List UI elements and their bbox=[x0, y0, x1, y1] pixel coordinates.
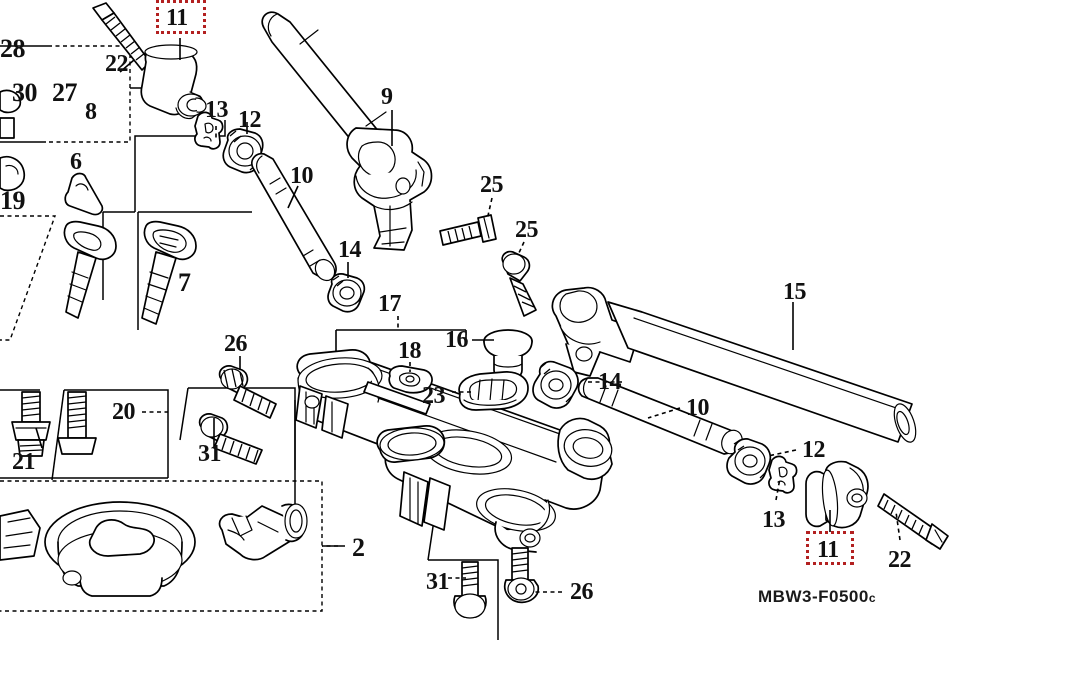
leader-lines bbox=[35, 38, 901, 593]
highlight-box-11-left bbox=[156, 0, 206, 34]
group-box-19 bbox=[0, 215, 56, 341]
part-31-bolt-bottom bbox=[453, 561, 487, 619]
callout-10-right: 10 bbox=[686, 395, 710, 421]
callout-18: 18 bbox=[398, 338, 422, 364]
group-box-2 bbox=[0, 480, 345, 612]
part-9-handlebar-holder bbox=[261, 11, 433, 251]
callout-2: 2 bbox=[352, 533, 365, 562]
part-20-screw bbox=[57, 391, 97, 455]
part-31-bolt-lower-left bbox=[198, 413, 263, 465]
callout-30: 30 bbox=[12, 78, 38, 107]
part-17-top-bridge bbox=[295, 349, 613, 553]
callout-13-left: 13 bbox=[205, 97, 229, 123]
part-25-bolt-upper bbox=[439, 214, 497, 246]
part-23-lock-washer bbox=[458, 371, 529, 411]
part-7-key-right bbox=[141, 220, 197, 325]
part-14-left-grip-end bbox=[327, 273, 366, 313]
highlight-box-11-right bbox=[806, 531, 854, 565]
part-21-screw-with-washer bbox=[11, 391, 51, 457]
callout-14-left: 14 bbox=[338, 237, 362, 263]
part-number-text: MBW3-F0500 bbox=[758, 587, 869, 606]
part-13-left-clip bbox=[194, 111, 224, 150]
callout-11-right: 11 bbox=[817, 537, 839, 563]
callout-13-right: 13 bbox=[762, 507, 786, 533]
callout-25-lower: 25 bbox=[515, 217, 539, 243]
part-8-key-left bbox=[63, 220, 117, 319]
callout-15: 15 bbox=[783, 279, 807, 305]
callout-31-lower-left: 31 bbox=[198, 441, 222, 467]
callout-26-upper-left: 26 bbox=[224, 331, 248, 357]
callout-10-left: 10 bbox=[290, 163, 314, 189]
callout-9: 9 bbox=[381, 84, 393, 110]
callout-8: 8 bbox=[85, 99, 97, 125]
part-22-right-barend-screw bbox=[877, 493, 949, 550]
callout-22-right: 22 bbox=[888, 547, 912, 573]
callout-16: 16 bbox=[445, 327, 469, 353]
part-15-right-handlebar bbox=[551, 286, 917, 443]
callout-11-left: 11 bbox=[166, 5, 188, 31]
callout-31-bottom: 31 bbox=[426, 569, 450, 595]
part-left-edge-clipped bbox=[0, 89, 41, 561]
callout-26-bottom: 26 bbox=[570, 579, 594, 605]
callout-21: 21 bbox=[12, 449, 36, 475]
callout-14-right: 14 bbox=[598, 369, 622, 395]
part-25-bolt-lower bbox=[501, 250, 537, 317]
group-box-20 bbox=[51, 389, 169, 481]
callout-23: 23 bbox=[422, 383, 446, 409]
part-26-bolt-upper-left bbox=[218, 365, 277, 419]
part-2-cap-key-holder bbox=[218, 503, 308, 561]
part-12-right-collar bbox=[726, 438, 772, 485]
part-6-key-cover bbox=[64, 172, 104, 216]
part-11-right-barend-weight bbox=[805, 460, 869, 529]
callout-12-left: 12 bbox=[238, 107, 262, 133]
group-box-bottom-bolts bbox=[427, 519, 499, 640]
callout-28: 28 bbox=[0, 34, 26, 63]
callout-6: 6 bbox=[70, 149, 82, 175]
callout-22-left: 22 bbox=[105, 51, 129, 77]
callout-27: 27 bbox=[52, 78, 78, 107]
diagram-part-number: MBW3-F0500c bbox=[758, 587, 876, 607]
part-10-left-handlebar-pipe bbox=[251, 152, 337, 282]
callout-25-upper: 25 bbox=[480, 172, 504, 198]
callout-17: 17 bbox=[378, 291, 402, 317]
callout-7: 7 bbox=[178, 268, 191, 297]
group-box-21 bbox=[0, 389, 168, 479]
callout-19: 19 bbox=[0, 186, 26, 215]
part-number-suffix: c bbox=[868, 591, 876, 605]
part-18-plate bbox=[388, 365, 433, 394]
part-11-left-barend-weight bbox=[140, 44, 207, 120]
part-2-fuel-cap bbox=[44, 501, 196, 597]
part-26-bolt-bottom bbox=[503, 547, 540, 604]
callout-12-right: 12 bbox=[802, 437, 826, 463]
group-box-7 bbox=[137, 211, 252, 330]
group-box-27 bbox=[0, 45, 150, 143]
callout-20: 20 bbox=[112, 399, 136, 425]
part-14-right-grip-end bbox=[532, 360, 579, 409]
part-13-right-clip bbox=[768, 455, 798, 494]
